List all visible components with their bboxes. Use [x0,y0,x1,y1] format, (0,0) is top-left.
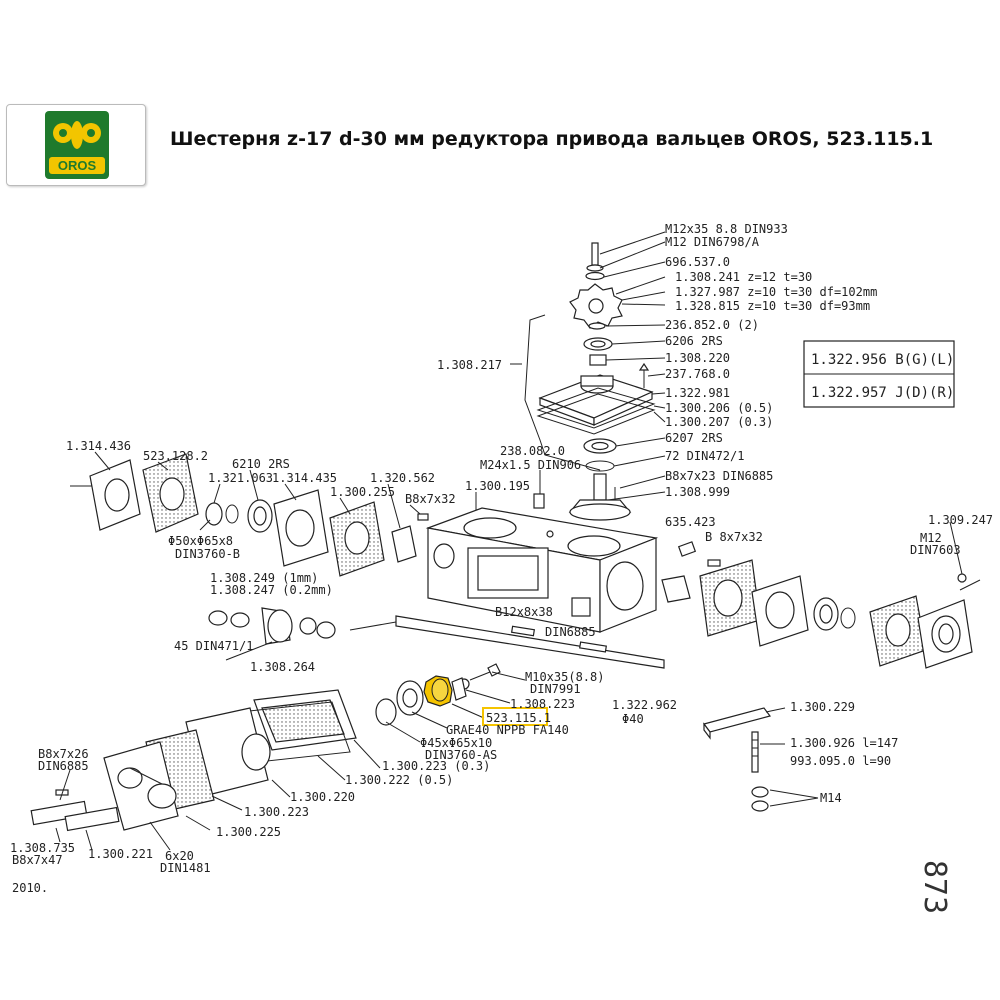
label-b8x7x47: B8x7x47 [12,853,63,867]
label-din3760b: DIN3760-B [175,547,240,561]
label-m12din6798: M12 DIN6798/A [665,235,760,249]
label-1328815: 1.328.815 z=10 t=30 df=93mm [675,299,870,313]
nut-238082 [533,493,545,509]
label-1322981: 1.322.981 [665,386,730,400]
label-din471: 45 DIN471/1 [174,639,253,653]
label-seal50: Φ50xΦ65x8 [168,534,233,548]
label-din7991: DIN7991 [530,682,581,696]
label-237768: 237.768.0 [665,367,730,381]
label-1300221: 1.300.221 [88,847,153,861]
label-523115: 523.115.1 [486,711,551,725]
label-din6885b: DIN6885 [38,759,89,773]
right-lower-parts [702,707,819,812]
label-6210: 6210 2RS [232,457,290,471]
label-1308220: 1.308.220 [665,351,730,365]
label-1308735: 1.308.735 [10,841,75,855]
label-1300223c: 1.300.223 [244,805,309,819]
leaders-top [510,231,666,501]
label-year: 2010. [12,881,48,895]
label-1327987: 1.327.987 z=10 t=30 df=102mm [675,285,877,299]
highlighted-gear-523115 [423,675,453,707]
label-b8x7x32b: B 8x7x32 [705,530,763,544]
right-assembly [661,521,981,669]
label-1300225: 1.300.225 [216,825,281,839]
label-72din: 72 DIN472/1 [665,449,744,463]
main-shaft-1322962 [349,615,665,669]
top-assembly [536,242,656,521]
label-1300255: 1.300.255 [330,485,395,499]
leaders-left-upper [94,451,477,531]
page-number: 873 [917,860,952,914]
variant-box: 1.322.956 B(G)(L) 1.322.957 J(D)(R) [803,340,955,408]
label-1300207: 1.300.207 (0.3) [665,415,773,429]
lower-left-assembly [30,689,357,851]
leaders-lower-middle [271,671,526,798]
label-b12x8x38: B12x8x38 [495,605,553,619]
label-1320562: 1.320.562 [370,471,435,485]
label-1300220: 1.300.220 [290,790,355,804]
part-labels: M12x35 8.8 DIN933 M12 DIN6798/A 696.537.… [10,222,993,914]
label-1300229: 1.300.229 [790,700,855,714]
variant-row-2: 1.322.957 J(D)(R) [811,385,954,401]
highlight-frame [482,707,548,726]
label-1308223a: 1.308.223 [510,697,575,711]
label-1308999: 1.308.999 [665,485,730,499]
label-696537: 696.537.0 [665,255,730,269]
sprocket [569,283,623,329]
lower-middle-assembly [375,663,501,726]
leaders-lower-left [55,769,243,851]
label-1308217: 1.308.217 [437,358,502,372]
label-1308241: 1.308.241 z=12 t=30 [675,270,812,284]
label-m12: M12 [920,531,942,545]
page-title: Шестерня z-17 d-30 мм редуктора привода … [170,128,934,150]
label-m12x35: M12x35 8.8 DIN933 [665,222,788,236]
label-phi40: Φ40 [622,712,644,726]
label-m10x35: M10x35(8.8) [525,670,604,684]
label-din3760as: DIN3760-AS [425,748,497,762]
housing-1300195 [425,507,659,633]
label-b8x7x26: B8x7x26 [38,747,89,761]
left-shaft-parts [208,607,336,661]
label-grae40: GRAE40 NPPB FA140 [446,723,569,737]
label-din7603: DIN7603 [910,543,961,557]
left-upper-assembly [70,453,429,577]
label-1314435: 1.314.435 [272,471,337,485]
label-238082: 238.082.0 [500,444,565,458]
label-993095: 993.095.0 l=90 [790,754,891,768]
label-1308247: 1.308.247 (0.2mm) [210,583,333,597]
label-1309247: 1.309.247 [928,513,993,527]
label-1322962: 1.322.962 [612,698,677,712]
label-1300206: 1.300.206 (0.5) [665,401,773,415]
label-b8x7x23: B8x7x23 DIN6885 [665,469,773,483]
label-b8x7x32a: B8x7x32 [405,492,456,506]
label-1308264: 1.308.264 [250,660,315,674]
label-1314436: 1.314.436 [66,439,131,453]
label-6207: 6207 2RS [665,431,723,445]
label-635423: 635.423 [665,515,716,529]
label-6206: 6206 2RS [665,334,723,348]
label-1300223b: 1.300.223 (0.3) [382,759,490,773]
label-236852: 236.852.0 (2) [665,318,759,332]
label-six20: 6x20 [165,849,194,863]
label-1321063: 1.321.063 [208,471,273,485]
label-523128: 523.128.2 [143,449,208,463]
label-din6885a: DIN6885 [545,625,596,639]
variant-row-1: 1.322.956 B(G)(L) [811,352,954,368]
label-m14: M14 [820,791,842,805]
logo-box: OROS [6,104,146,186]
logo-text: OROS [58,158,97,173]
label-1300926: 1.300.926 l=147 [790,736,898,750]
bracket-1308217 [524,314,601,471]
label-1308249: 1.308.249 (1mm) [210,571,318,585]
label-m24: M24x1.5 DIN906 [480,458,581,472]
label-seal45: Φ45xΦ65x10 [420,736,492,750]
label-1300222: 1.300.222 (0.5) [345,773,453,787]
label-din1481: DIN1481 [160,861,211,875]
oros-logo: OROS [45,111,109,179]
header: OROS Шестерня z-17 d-30 мм редуктора при… [0,0,1000,190]
label-1300195: 1.300.195 [465,479,530,493]
